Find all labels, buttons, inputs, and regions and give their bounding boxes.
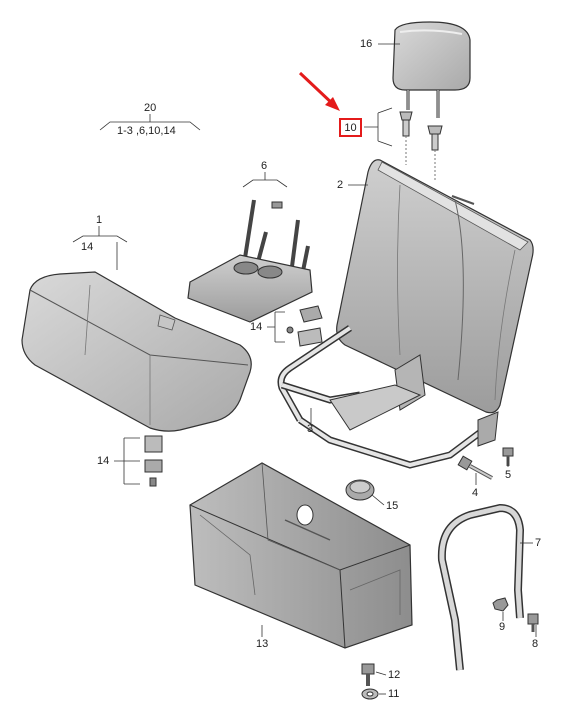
callout-6: 6 bbox=[261, 160, 268, 172]
nut-9 bbox=[492, 597, 509, 612]
bolt-12 bbox=[361, 663, 375, 686]
callout-14-c: 14 bbox=[97, 455, 110, 467]
callout-10: 10 bbox=[344, 122, 357, 134]
callout-1: 1 bbox=[96, 214, 103, 226]
storage-box bbox=[189, 462, 413, 649]
callout-11: 11 bbox=[388, 688, 400, 700]
cap-15 bbox=[345, 479, 375, 501]
callout-20-sub: 1-3 ,6,10,14 bbox=[117, 125, 176, 137]
callout-7: 7 bbox=[535, 537, 542, 549]
callout-13: 13 bbox=[256, 638, 269, 650]
cup-holder-tray bbox=[187, 199, 313, 323]
bolt-4 bbox=[457, 455, 493, 480]
callout-20: 20 bbox=[144, 102, 157, 114]
leader-lines bbox=[72, 43, 537, 695]
headrest-guides bbox=[399, 111, 443, 180]
callout-9: 9 bbox=[499, 621, 506, 633]
callout-14-a: 14 bbox=[81, 241, 94, 253]
highlight-box-10: 10 bbox=[339, 118, 362, 137]
seat-frame bbox=[277, 325, 499, 469]
callout-8: 8 bbox=[532, 638, 539, 650]
washer-11 bbox=[361, 688, 379, 700]
seat-cushion bbox=[21, 271, 252, 432]
callout-3: 3 bbox=[307, 423, 314, 435]
callout-16: 16 bbox=[360, 38, 373, 50]
callout-15: 15 bbox=[386, 500, 399, 512]
callout-14-b: 14 bbox=[250, 321, 263, 333]
clamp-14-upper bbox=[286, 305, 323, 347]
headrest bbox=[392, 21, 471, 118]
screw-8 bbox=[527, 613, 539, 632]
clamp-14-lower bbox=[144, 435, 163, 487]
backrest bbox=[336, 159, 534, 414]
callout-12: 12 bbox=[388, 669, 401, 681]
grab-handle bbox=[437, 503, 525, 671]
callout-4: 4 bbox=[472, 487, 479, 499]
red-arrow bbox=[298, 71, 340, 111]
callout-5: 5 bbox=[505, 469, 512, 481]
callout-2: 2 bbox=[337, 179, 344, 191]
